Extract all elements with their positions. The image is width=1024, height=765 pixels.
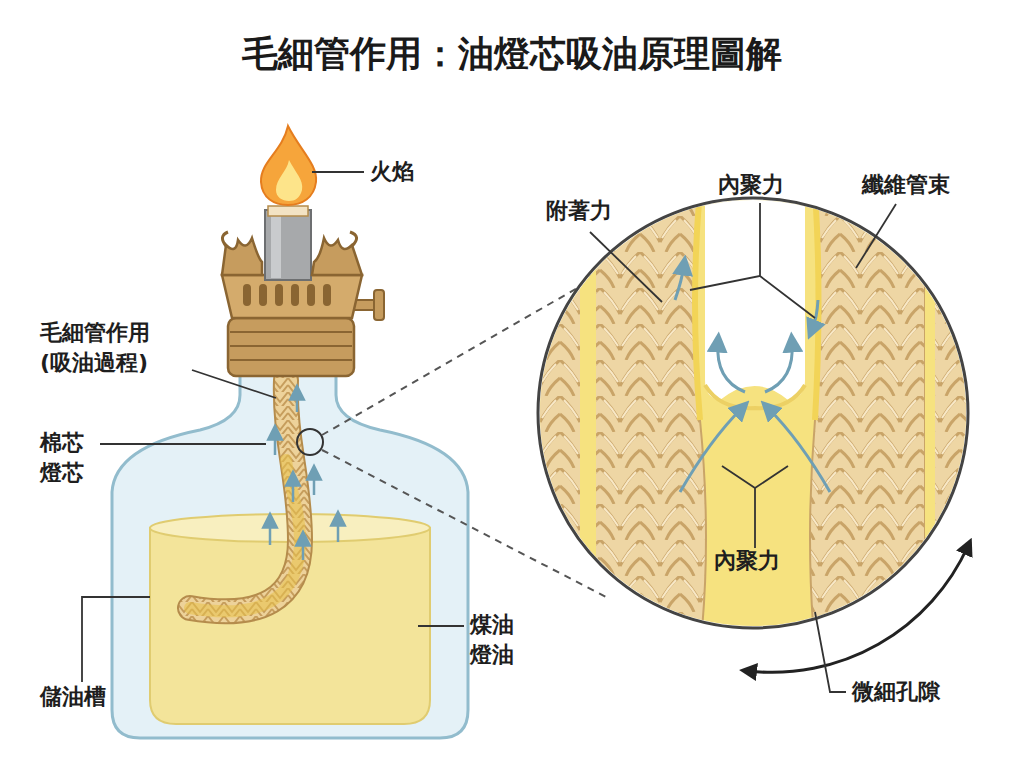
wick-label: 棉芯 燈芯 [40,428,96,487]
cohesion-label: 內聚力 [714,546,780,576]
cohesion-label: 內聚力 [718,170,784,200]
capillary-label: 毛細管作用 (吸油過程) [40,318,190,377]
diagram-title: 毛細管作用：油燈芯吸油原理圖解 [0,30,1024,79]
adhesion-label: 附著力 [546,196,612,226]
flame-label: 火焰 [370,157,414,187]
oil-label: 煤油 燈油 [470,610,526,669]
pore-label: 微細孔隙 [852,677,940,707]
fiber-bundle-label: 纖維管束 [862,170,950,200]
reservoir-label: 儲油槽 [40,682,106,712]
